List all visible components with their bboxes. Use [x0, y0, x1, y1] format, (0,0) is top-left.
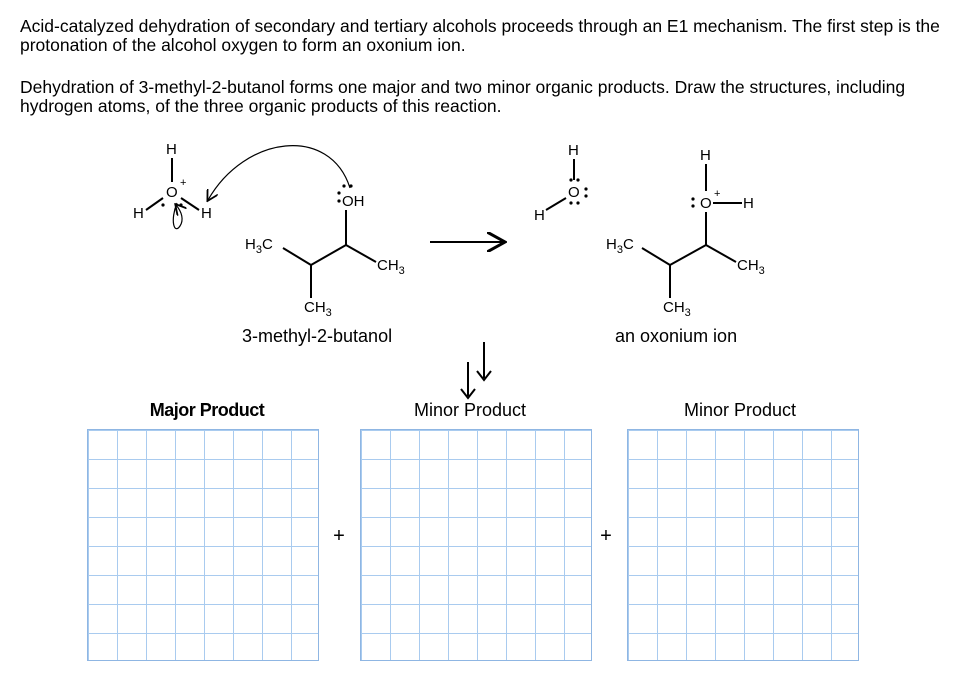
- lone-pair-dot: [691, 197, 695, 201]
- plus-sign: +: [600, 525, 612, 547]
- lone-pair-dot: [691, 204, 695, 208]
- charge-plus-oxonium: +: [714, 188, 720, 200]
- group-h3c-oxonium: H3C: [606, 236, 634, 256]
- arrow-head-left: [460, 388, 476, 400]
- bond-c-h3c: [282, 247, 312, 266]
- lone-pair-dot: [179, 203, 183, 207]
- arrow-head-right: [476, 370, 492, 382]
- bond-o-h-right: [180, 197, 200, 211]
- lone-pair-dot: [342, 184, 346, 188]
- bond-c-ch3-oxonium: [705, 244, 737, 263]
- atom-h-top: H: [166, 141, 177, 158]
- group-ch3-right-oxonium: CH3: [737, 257, 765, 277]
- group-ch3-bottom-oxonium: CH3: [663, 299, 691, 319]
- bond-water-left: [545, 197, 567, 211]
- atom-oh: OH: [342, 193, 365, 210]
- minor-product-label-2: Minor Product: [683, 400, 797, 420]
- atom-h-water-top: H: [568, 142, 579, 159]
- reaction-scheme: H O + H H OH H3C CH3 CH3 3-methyl-2-: [133, 141, 765, 346]
- group-ch3-bottom: CH3: [304, 299, 332, 319]
- hydronium-ion: H O + H H: [133, 141, 212, 230]
- lone-pair-dot: [584, 194, 588, 198]
- downward-arrows: [460, 342, 492, 400]
- atom-h-right: H: [201, 205, 212, 222]
- plus-sign: +: [333, 525, 345, 547]
- atom-h-water-left: H: [534, 207, 545, 224]
- bond-o-h-left: [145, 197, 164, 211]
- instruction-paragraph: Dehydration of 3-methyl-2-butanol forms …: [20, 77, 906, 116]
- atom-h-oxonium-right: H: [743, 195, 754, 212]
- oxonium-ion: H O + H H3C CH3 CH3 an oxonium ion: [606, 147, 765, 346]
- charge-plus: +: [180, 177, 186, 189]
- lone-pair-dot: [161, 203, 165, 207]
- drawing-canvas-minor-1[interactable]: [360, 429, 592, 661]
- lone-pair-dot: [349, 184, 353, 188]
- reactant-name: 3-methyl-2-butanol: [242, 326, 392, 346]
- lone-pair-dot: [337, 199, 341, 203]
- bond-c-h3c-oxonium: [641, 247, 671, 266]
- bond-c-ch3: [345, 244, 377, 263]
- bond-c-c: [310, 244, 347, 266]
- drawing-canvas-minor-2[interactable]: [627, 429, 859, 661]
- lone-pair-dot: [569, 201, 573, 205]
- atom-h-oxonium-top: H: [700, 147, 711, 164]
- water-molecule: H O H: [534, 142, 588, 224]
- intro-paragraph: Acid-catalyzed dehydration of secondary …: [20, 16, 940, 55]
- curved-arrow-attack: [208, 145, 351, 200]
- lone-pair-dot: [576, 178, 580, 182]
- group-ch3-right: CH3: [377, 257, 405, 277]
- atom-o-oxonium: O: [700, 195, 712, 212]
- group-h3c: H3C: [245, 236, 273, 256]
- minor-product-label-1: Minor Product: [413, 400, 527, 420]
- atom-o-hydronium: O: [166, 184, 178, 201]
- lone-pair-dot: [337, 191, 341, 195]
- lone-pair-dot: [576, 201, 580, 205]
- major-product-label: Major Product: [149, 400, 265, 420]
- lone-pair-dot: [584, 187, 588, 191]
- atom-o-water: O: [568, 184, 580, 201]
- curved-arrow-bond-break: [172, 203, 182, 230]
- reactant-molecule: OH H3C CH3 CH3 3-methyl-2-butanol: [242, 184, 405, 346]
- drawing-canvas-major[interactable]: [87, 429, 319, 661]
- product-name: an oxonium ion: [615, 326, 737, 346]
- lone-pair-dot: [569, 178, 573, 182]
- atom-h-left: H: [133, 205, 144, 222]
- bond-c-c-oxonium: [669, 244, 707, 266]
